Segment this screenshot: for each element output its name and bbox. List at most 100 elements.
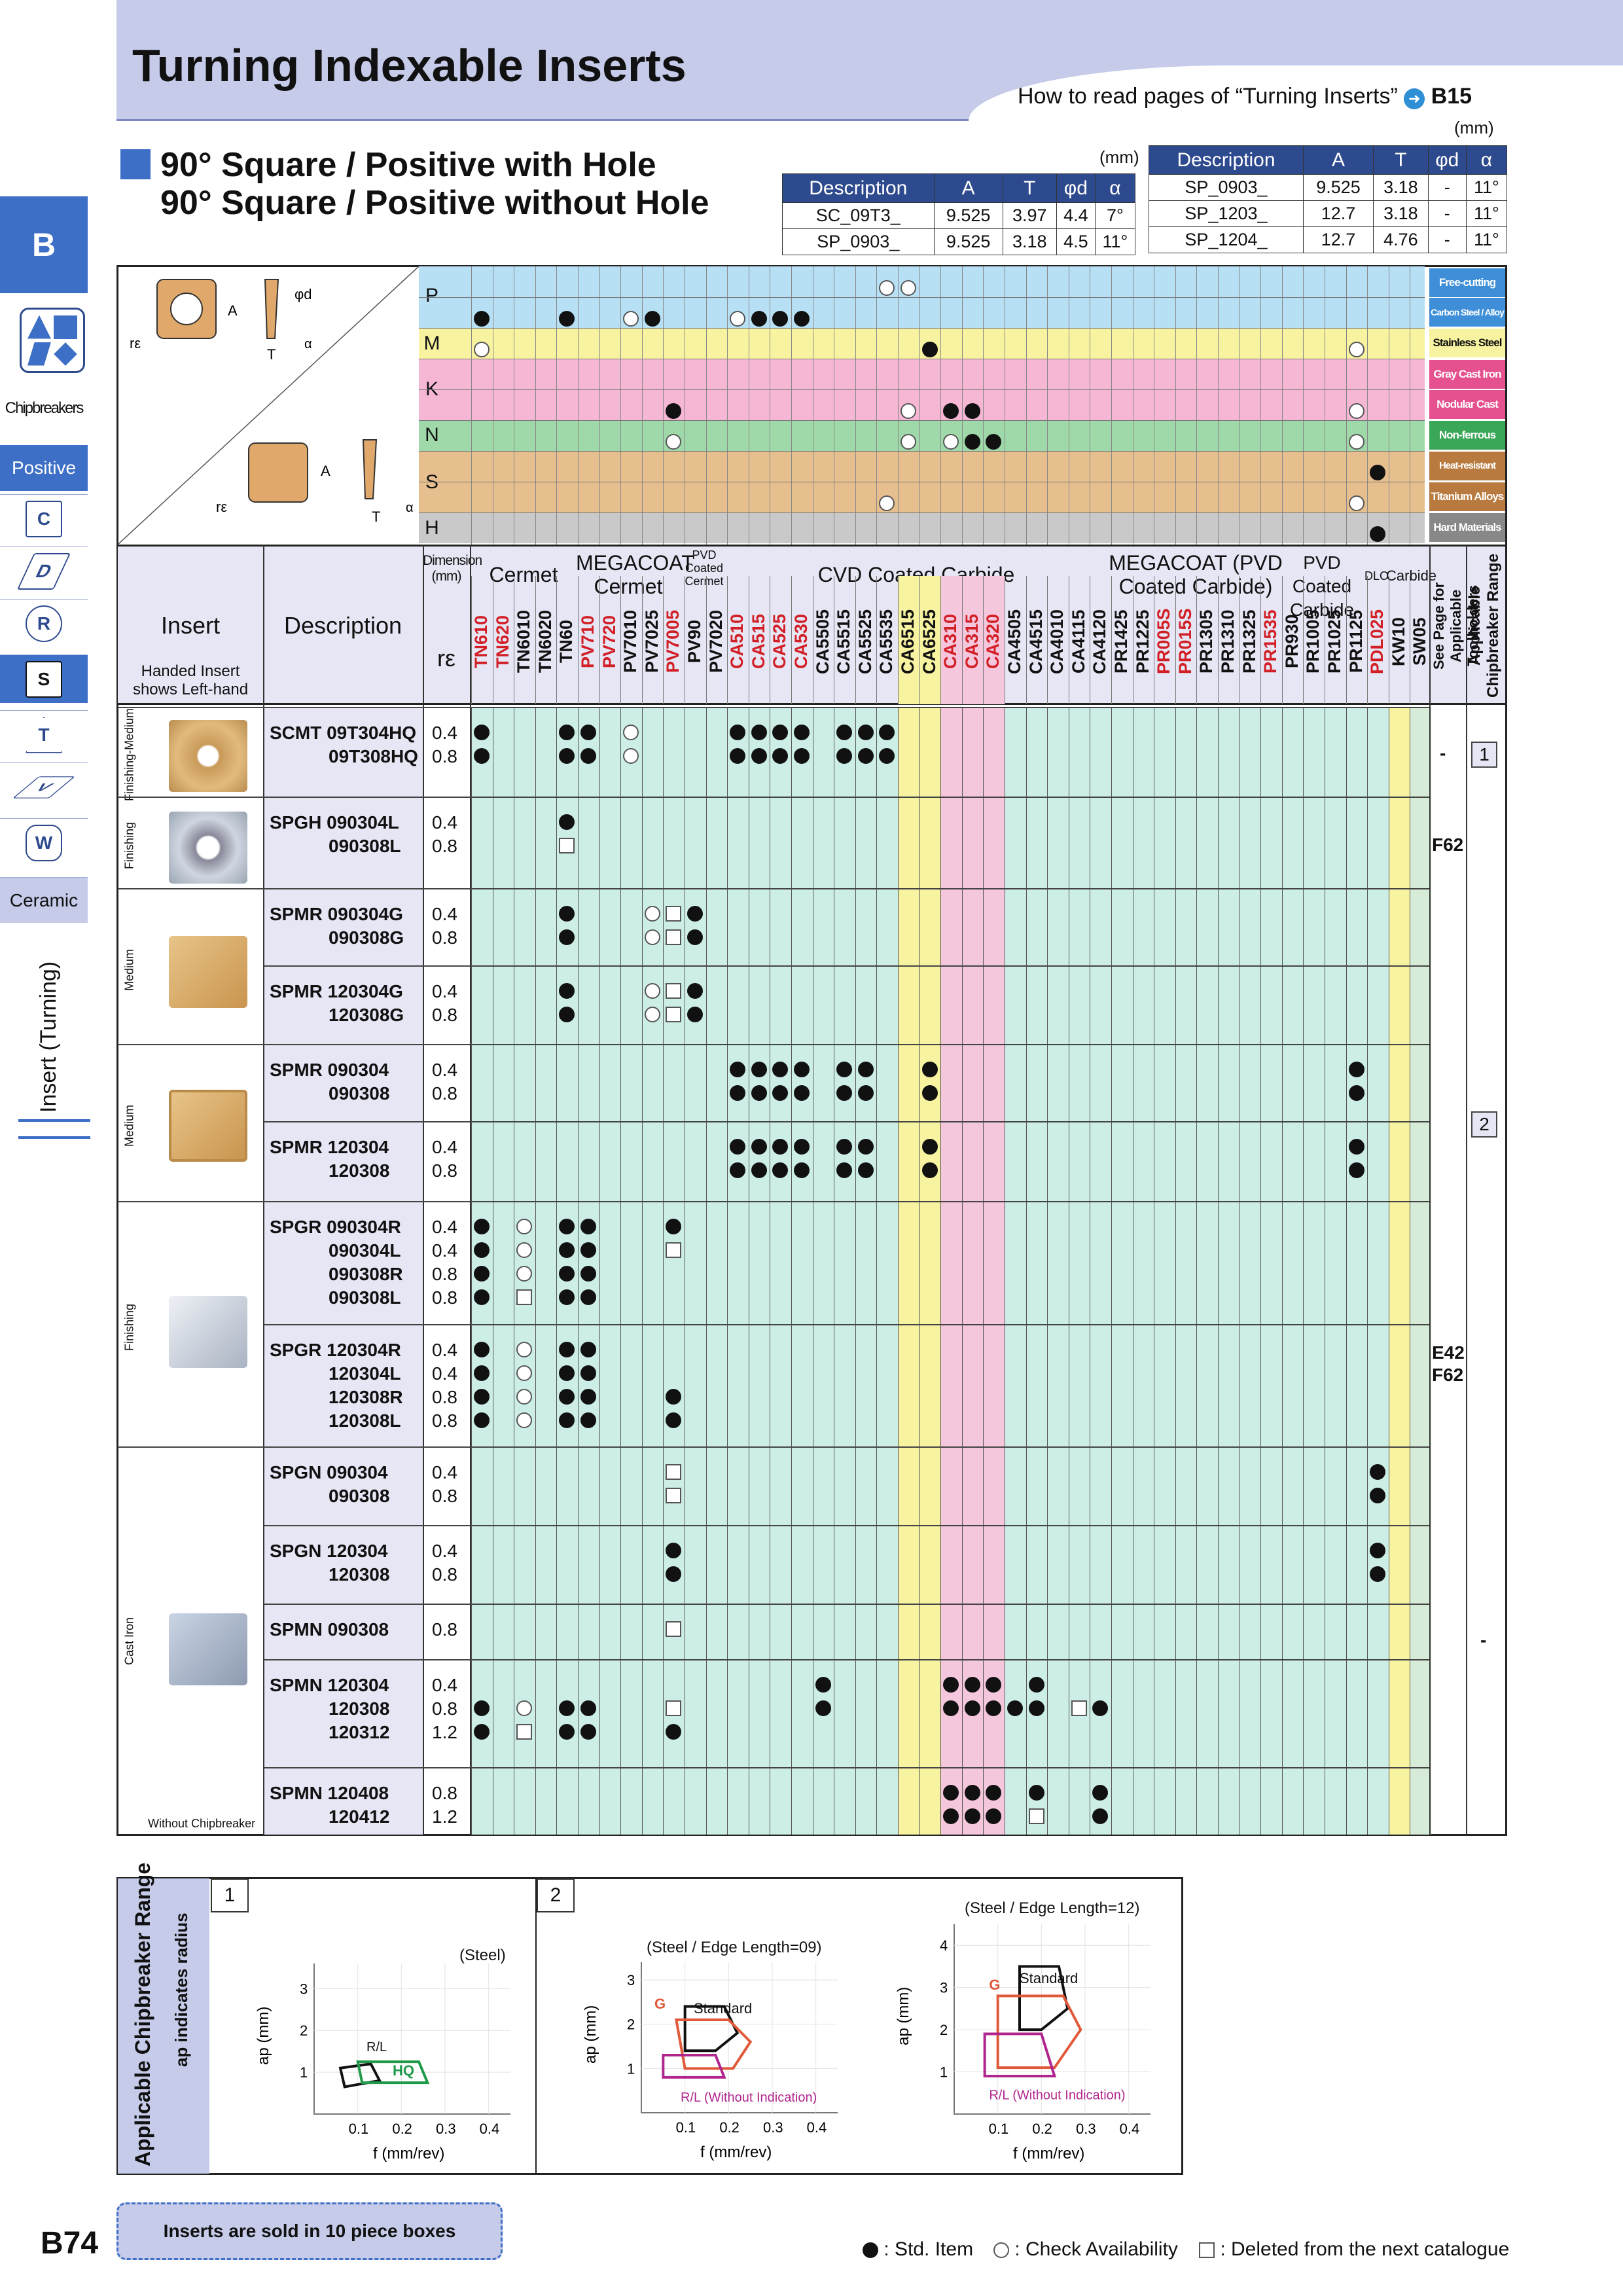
sidebar-shape-d[interactable]: D <box>0 547 88 595</box>
std-item-mark <box>772 1062 789 1077</box>
grade-header-cell <box>791 576 813 704</box>
insert-description[interactable]: SPGH 090304L <box>270 812 399 833</box>
sidebar-shape-r[interactable]: R <box>0 599 88 647</box>
std-item-mark <box>1007 1700 1023 1716</box>
nose-radius: 0.8 <box>432 1387 457 1407</box>
grade-ca315: CA315 <box>961 613 982 670</box>
sidebar-shape-t[interactable]: T <box>0 710 88 759</box>
grade-ca4010: CA4010 <box>1047 609 1067 674</box>
page-number: B74 <box>41 2226 99 2261</box>
std-item-mark <box>687 983 703 999</box>
std-item-mark <box>559 814 575 830</box>
grade-header-cell <box>1367 576 1389 704</box>
group-megacoat-pvd: MEGACOAT (PVD Coated Carbide) <box>1109 551 1283 598</box>
std-item-mark <box>474 1289 490 1305</box>
range-box-1[interactable]: 1 <box>1471 742 1497 768</box>
std-item-mark <box>964 1785 980 1801</box>
insert-description[interactable]: 120308 <box>329 1698 390 1719</box>
std-item-mark <box>1092 1808 1109 1824</box>
material-suitability-mark <box>964 434 980 450</box>
sidebar-shape-s[interactable]: S <box>0 655 88 703</box>
grade-band-line <box>599 266 600 545</box>
row-separator <box>264 1525 1429 1526</box>
nose-radius: 0.8 <box>432 1410 457 1431</box>
nose-radius: 0.8 <box>432 746 457 766</box>
page-ref-spmn: - <box>1480 1630 1487 1650</box>
band-divider <box>419 389 1425 390</box>
nose-radius: 0.4 <box>432 1675 457 1695</box>
range-region <box>356 2060 430 2085</box>
column-divider <box>1466 545 1467 1835</box>
category-finishing-2: Finishing <box>122 1303 136 1351</box>
insert-description[interactable]: 120304L <box>329 1363 401 1384</box>
insert-description[interactable]: 090308R <box>329 1264 403 1284</box>
insert-description[interactable]: 120412 <box>329 1806 390 1827</box>
insert-description[interactable]: 090308 <box>329 1486 390 1506</box>
band-divider <box>419 451 1425 452</box>
std-item-mark <box>879 725 895 740</box>
region-label: R/L <box>366 2040 387 2054</box>
std-item-mark <box>474 1389 490 1405</box>
insert-description[interactable]: SPGN 090304 <box>270 1462 388 1482</box>
insert-description[interactable]: SPGR 120304R <box>270 1340 401 1360</box>
std-item-mark <box>559 1242 575 1258</box>
sidebar-shape-v[interactable]: V <box>0 762 88 811</box>
insert-description[interactable]: 090308L <box>329 1287 401 1308</box>
insert-description[interactable]: SPMR 090304 <box>270 1060 389 1080</box>
nose-radius: 0.4 <box>432 723 457 743</box>
grade-ca4115: CA4115 <box>1068 609 1088 673</box>
sidebar-shape-c[interactable]: C <box>0 494 88 543</box>
insert-description[interactable]: 090304L <box>329 1240 401 1261</box>
std-item-mark <box>1348 1162 1364 1178</box>
insert-description[interactable]: 090308 <box>329 1083 390 1103</box>
insert-description[interactable]: 090308L <box>329 836 401 856</box>
insert-description[interactable]: 120312 <box>329 1722 390 1742</box>
insert-description[interactable]: SPMN 120304 <box>270 1675 389 1695</box>
insert-description[interactable]: 120308 <box>329 1160 390 1181</box>
insert-description[interactable]: SPGR 090304R <box>270 1217 401 1237</box>
svg-text:T: T <box>372 509 380 525</box>
sidebar-ceramic[interactable]: Ceramic <box>0 877 88 923</box>
sidebar-shape-w[interactable]: W <box>0 818 88 867</box>
material-suitability-mark <box>559 311 575 327</box>
grade-header-cell <box>471 576 493 704</box>
range-box-2[interactable]: 2 <box>1471 1111 1497 1138</box>
insert-description[interactable]: 120308G <box>329 1005 404 1025</box>
grade-ca5535: CA5535 <box>876 609 897 674</box>
check-availability-mark <box>516 1266 533 1282</box>
insert-description[interactable]: 120308R <box>329 1387 403 1407</box>
std-item-mark <box>474 725 490 740</box>
nose-radius: 0.8 <box>432 1160 457 1181</box>
sidebar-chipbreakers[interactable]: Chipbreakers <box>5 399 84 417</box>
insert-photo-scmt <box>169 720 247 792</box>
grade-column <box>1239 707 1261 1835</box>
insert-description[interactable]: SPMR 090304G <box>270 904 403 924</box>
col-insert: Insert <box>160 612 221 639</box>
std-item-mark <box>559 1266 575 1282</box>
group-cermet: Cermet <box>489 563 558 586</box>
material-suitability-mark <box>474 311 490 327</box>
header-band <box>116 0 1623 121</box>
insert-description[interactable]: SPGN 120304 <box>270 1541 388 1561</box>
grade-header-cell <box>1346 576 1368 704</box>
std-item-mark <box>794 1162 810 1178</box>
grade-header-cell <box>685 576 706 704</box>
y-tick-label: 1 <box>627 2060 635 2077</box>
insert-description[interactable]: SCMT 09T304HQ <box>270 723 417 743</box>
insert-description[interactable]: 09T308HQ <box>329 746 418 766</box>
how-to-read[interactable]: How to read pages of “Turning Inserts” ➜… <box>1018 84 1472 109</box>
sidebar-positive[interactable]: Positive <box>0 445 88 491</box>
std-item-mark <box>836 1085 853 1101</box>
insert-description[interactable]: SPMN 120408 <box>270 1783 389 1803</box>
insert-description[interactable]: SPMN 090308 <box>270 1619 389 1640</box>
insert-description[interactable]: 120308L <box>329 1410 401 1431</box>
svg-text:T: T <box>267 346 276 363</box>
legend-std: : Std. Item <box>863 2238 973 2261</box>
insert-description[interactable]: 090308G <box>329 927 404 948</box>
check-availability-mark <box>516 1700 533 1716</box>
insert-description[interactable]: SPMR 120304G <box>270 981 403 1001</box>
insert-description[interactable]: SPMR 120304 <box>270 1137 389 1157</box>
row-separator <box>118 888 1429 889</box>
insert-description[interactable]: 120308 <box>329 1564 390 1585</box>
